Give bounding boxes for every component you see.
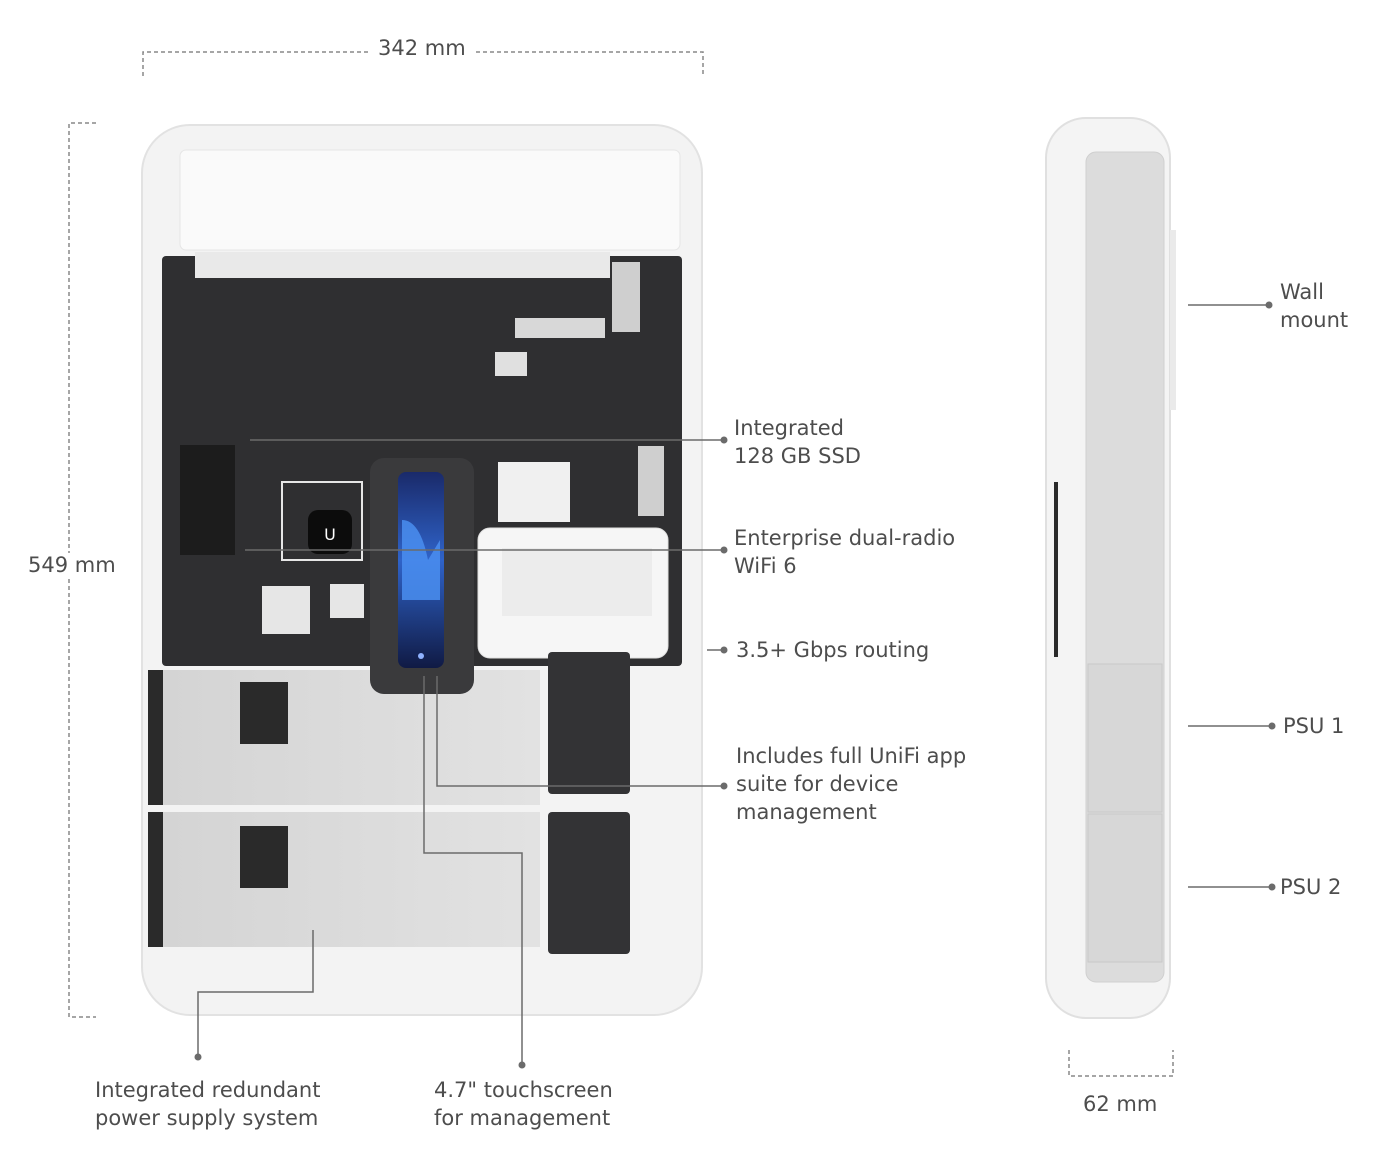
wifi-callout-label: Enterprise dual-radio WiFi 6 [734, 526, 956, 578]
front-enclosure: U [141, 124, 703, 1016]
callout-dots [194, 301, 1276, 1069]
psu-1-bay [1087, 663, 1163, 813]
width-dimension-label: 342 mm [368, 36, 476, 60]
unifi-leader [436, 676, 724, 787]
psu-2-bay [1087, 813, 1163, 963]
svg-text:U: U [324, 525, 336, 544]
ssd-module [180, 445, 235, 555]
side-enclosure [1045, 117, 1176, 1019]
height-dimension-label: 549 mm [18, 553, 126, 577]
routing-callout-label: 3.5+ Gbps routing [736, 638, 930, 662]
ssd-callout-label: Integrated 128 GB SSD [734, 416, 861, 468]
power-leader [197, 930, 314, 1057]
unifi-chip [308, 510, 352, 554]
power-callout-label: Integrated redundant power supply system [95, 1078, 321, 1130]
depth-dimension-line [1068, 1050, 1174, 1077]
callout-lines [197, 304, 1272, 1065]
wall-mount-callout-label: Wall mount [1280, 280, 1349, 332]
unifi-callout-label: Includes full UniFi app suite for device… [736, 744, 967, 824]
psu2-callout-label: PSU 2 [1280, 875, 1342, 899]
sfp-port [612, 262, 640, 332]
touchscreen-leader [423, 676, 523, 1065]
psu-2-module [163, 812, 540, 947]
depth-dimension-label: 62 mm [1083, 1092, 1158, 1116]
ethernet-ports [195, 252, 610, 278]
psu-1-module [163, 670, 540, 805]
psu1-callout-label: PSU 1 [1283, 714, 1345, 738]
height-dimension-line [68, 122, 96, 1018]
touchscreen-callout-label: 4.7" touchscreen for management [434, 1078, 613, 1130]
